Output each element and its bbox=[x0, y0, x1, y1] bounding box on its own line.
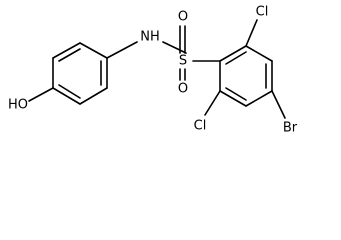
sulfur-label: S bbox=[179, 54, 187, 69]
phenol-bond-4 bbox=[79, 87, 108, 105]
phenol-double-bond-1 bbox=[58, 48, 81, 62]
chlorine-top-label: Cl bbox=[256, 5, 269, 20]
phenol-bond-2 bbox=[79, 42, 108, 59]
hydroxyl-label: HO bbox=[8, 98, 28, 113]
bond-ring-cl-bottom bbox=[204, 90, 221, 116]
phenol-ring bbox=[52, 42, 108, 105]
right-ring-bond-4 bbox=[245, 90, 273, 107]
right-ring-bond-5 bbox=[219, 90, 247, 107]
phenol-bond-5 bbox=[52, 87, 81, 105]
oxygen-top-label: O bbox=[178, 10, 188, 25]
bond-ring-nh bbox=[106, 41, 138, 59]
right-ring-double-bond-1 bbox=[225, 51, 247, 65]
right-ring-bond-2 bbox=[245, 45, 273, 62]
oxygen-bottom-label: O bbox=[178, 82, 188, 97]
bond-ring-cl-top bbox=[245, 19, 258, 47]
right-ring-double-bond-3 bbox=[225, 87, 247, 101]
bromo-dichloro-ring bbox=[219, 45, 273, 107]
bond-nh-s bbox=[162, 41, 187, 54]
bond-ring-br bbox=[271, 90, 286, 119]
right-ring-bond-1 bbox=[219, 45, 247, 62]
phenol-double-bond-3 bbox=[58, 84, 81, 99]
bond-ring-oh bbox=[28, 87, 54, 102]
amine-label: NH bbox=[140, 30, 160, 45]
chlorine-bottom-label: Cl bbox=[194, 119, 207, 134]
phenol-bond-1 bbox=[52, 42, 81, 59]
molecule-structure: HO NH S O O Cl Cl Br bbox=[8, 5, 298, 136]
bromine-label: Br bbox=[283, 121, 298, 136]
